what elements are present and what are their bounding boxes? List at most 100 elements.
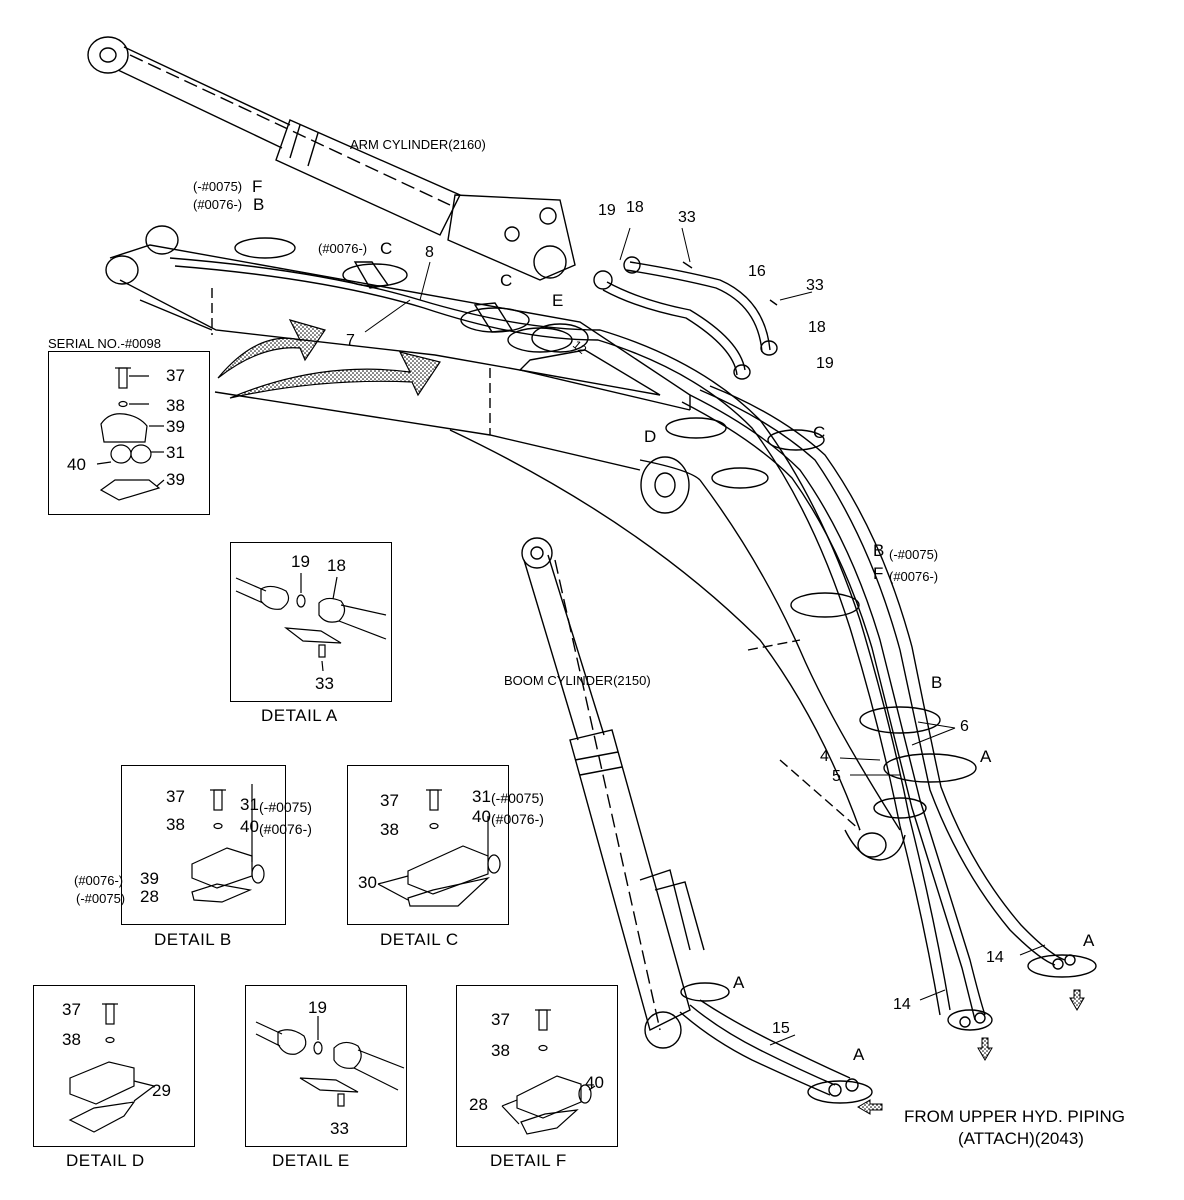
- detail-c-31: 31: [472, 787, 491, 806]
- c-top-letter: C: [380, 239, 393, 258]
- part-4: 4: [820, 748, 829, 765]
- serial-31: 31: [166, 443, 185, 462]
- f-mid-note: (#0076-): [889, 569, 939, 584]
- detail-e-33: 33: [330, 1119, 349, 1138]
- serial-detail-box: 37 38 39 31 40 39: [48, 351, 210, 515]
- boom-structure-shape: [449, 429, 906, 861]
- detail-c-drawing: [377, 789, 501, 907]
- part-16: 16: [748, 263, 766, 280]
- detail-f-28: 28: [469, 1095, 488, 1114]
- detail-b-drawing: [191, 784, 265, 903]
- detail-d-38: 38: [62, 1030, 81, 1049]
- c-top-note: (#0076-): [318, 241, 368, 256]
- detail-b-28-note: (-#0075): [76, 891, 126, 906]
- serial-37: 37: [166, 366, 185, 385]
- clamp-b-oval: [859, 706, 941, 734]
- detail-b-37: 37: [166, 787, 185, 806]
- detail-c-box: 37 38 31 (-#0075) 40 (#0076-) 30: [347, 765, 544, 925]
- label-a3: A: [733, 973, 745, 992]
- label-b: B: [873, 541, 885, 560]
- detail-c-30: 30: [358, 873, 377, 892]
- detail-a-caption: DETAIL A: [261, 706, 338, 725]
- detail-c-40: 40: [472, 807, 491, 826]
- detail-b-28: 28: [140, 887, 159, 906]
- detail-a-18: 18: [327, 556, 346, 575]
- part-7: 7: [346, 332, 355, 349]
- small-arrow-3: [1069, 989, 1085, 1011]
- label-e: E: [552, 291, 564, 310]
- detail-c-38: 38: [380, 820, 399, 839]
- serial-no-label: SERIAL NO.-#0098: [48, 336, 161, 351]
- detail-b-caption: DETAIL B: [154, 930, 232, 949]
- part-5: 5: [832, 768, 841, 785]
- clamp-bf-oval: [790, 592, 860, 618]
- part-15: 15: [772, 1020, 790, 1037]
- serial-38: 38: [166, 396, 185, 415]
- part-14-left: 14: [893, 996, 911, 1013]
- boom-cylinder-shape: [521, 537, 705, 1049]
- detail-c-40-note: (#0076-): [491, 811, 544, 827]
- detail-e-19: 19: [308, 998, 327, 1017]
- f-top-note: (-#0075): [193, 179, 243, 194]
- serial-39a: 39: [166, 417, 185, 436]
- detail-e-drawing: [255, 1016, 405, 1107]
- detail-b-box: 37 38 31 (-#0075) 40 (#0076-): [121, 765, 312, 925]
- label-b2: B: [931, 673, 943, 692]
- detail-f-37: 37: [491, 1010, 510, 1029]
- detail-f-caption: DETAIL F: [490, 1151, 567, 1170]
- detail-f-drawing: [501, 1009, 596, 1135]
- detail-c-caption: DETAIL C: [380, 930, 459, 949]
- detail-d-caption: DETAIL D: [66, 1151, 145, 1170]
- arm-cylinder-label: ARM CYLINDER(2160): [350, 137, 486, 152]
- clamp-d2-oval: [665, 417, 727, 439]
- detail-a-19: 19: [291, 552, 310, 571]
- part-18-top: 18: [626, 199, 644, 216]
- detail-b-40-note: (#0076-): [259, 821, 312, 837]
- serial-39b: 39: [166, 470, 185, 489]
- clamp-c-oval: [767, 429, 825, 451]
- detail-a-33: 33: [315, 674, 334, 693]
- detail-a-drawing: [235, 573, 387, 672]
- b-top-note: (#0076-): [193, 197, 243, 212]
- detail-b-31: 31: [240, 795, 259, 814]
- label-a2: A: [1083, 931, 1095, 950]
- part-18-right: 18: [808, 319, 826, 336]
- label-a1: A: [980, 747, 992, 766]
- detail-f-38: 38: [491, 1041, 510, 1060]
- clamp-d-oval: [711, 467, 769, 489]
- part-8: 8: [425, 244, 434, 261]
- part-33-top: 33: [678, 209, 696, 226]
- boom-cylinder-label: BOOM CYLINDER(2150): [504, 673, 651, 688]
- boom-hose-lines: [169, 257, 1066, 1021]
- detail-f-40: 40: [585, 1073, 604, 1092]
- detail-c-37: 37: [380, 791, 399, 810]
- part-33-right: 33: [806, 277, 824, 294]
- small-arrow-1: [857, 1099, 883, 1115]
- serial-40: 40: [67, 455, 86, 474]
- label-a4: A: [853, 1045, 865, 1064]
- detail-e-box: 19 33: [245, 985, 407, 1147]
- dotted-arrow-1: [217, 319, 326, 379]
- b-top-letter: B: [253, 195, 265, 214]
- label-c2: C: [813, 423, 826, 442]
- from-upper-line1: FROM UPPER HYD. PIPING: [904, 1107, 1126, 1126]
- small-arrow-2: [977, 1037, 993, 1061]
- part-19-top: 19: [598, 202, 616, 219]
- b-mid-note: (-#0075): [889, 547, 939, 562]
- detail-a-box: 19 18 33: [230, 542, 392, 702]
- serial-detail-drawing: [96, 367, 165, 501]
- dotted-arrow-2: [229, 351, 441, 399]
- detail-d-29: 29: [152, 1081, 171, 1100]
- arm-cylinder-shape: [87, 36, 576, 281]
- detail-b-40: 40: [240, 817, 259, 836]
- detail-b-38: 38: [166, 815, 185, 834]
- detail-b-31-note: (-#0075): [259, 799, 312, 815]
- clamp-a-oval: [883, 753, 977, 783]
- label-f: F: [873, 564, 884, 583]
- f-top-letter: F: [252, 177, 263, 196]
- part-19-right: 19: [816, 355, 834, 372]
- part-6: 6: [960, 718, 969, 735]
- detail-c-31-note: (-#0075): [491, 790, 544, 806]
